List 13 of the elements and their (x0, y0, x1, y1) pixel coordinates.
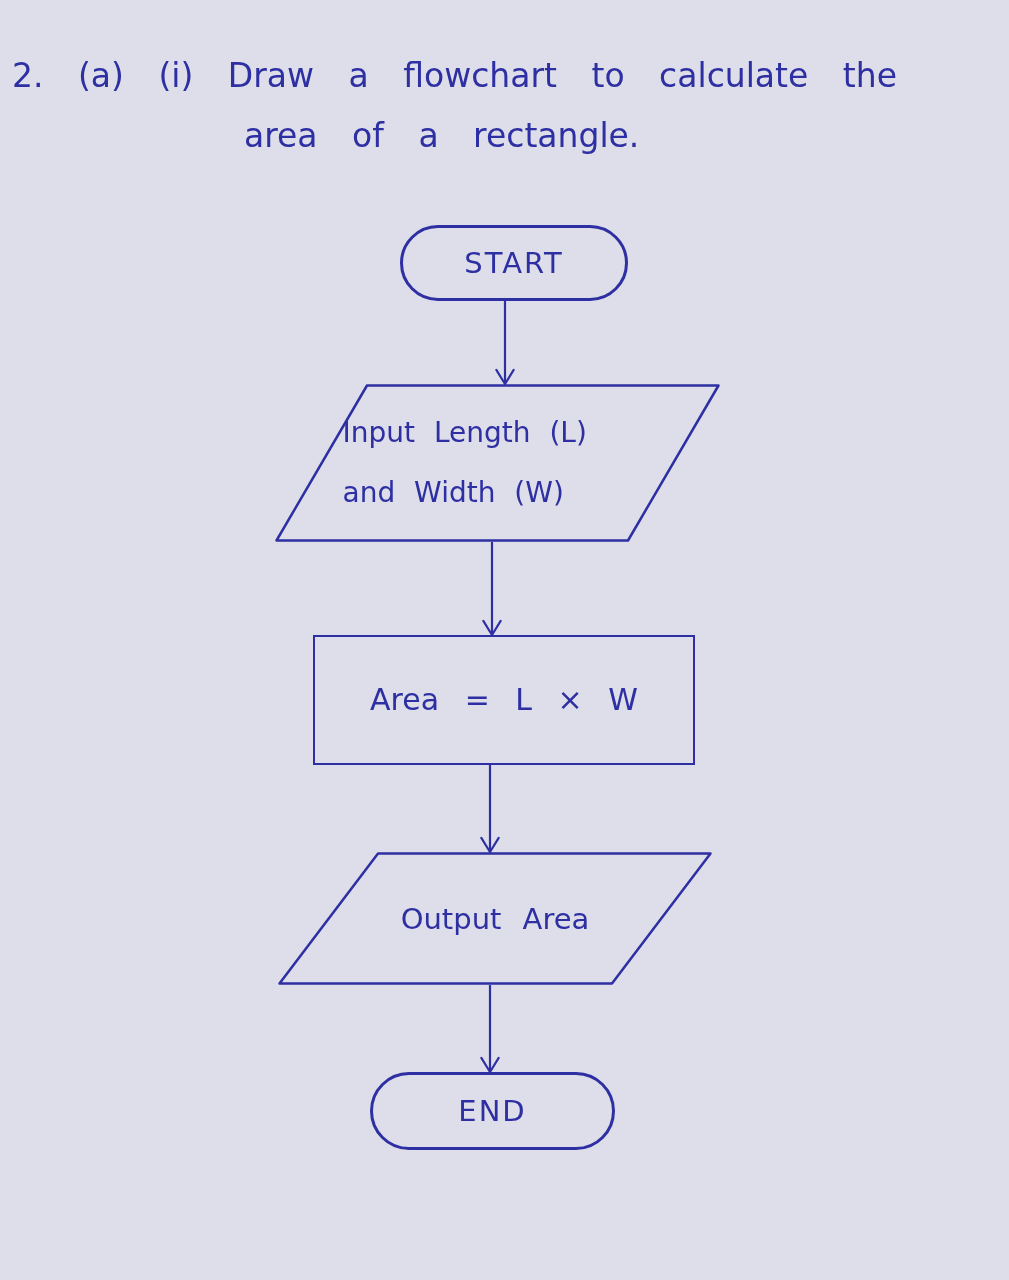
arrow (495, 301, 515, 386)
node-text: Area = L × W (370, 681, 638, 719)
input-output-parallelogram (278, 852, 712, 985)
arrow (480, 985, 500, 1074)
node-text: Input Length (L) and Width (W) (342, 415, 588, 511)
node-text: START (464, 245, 564, 281)
arrow (480, 765, 500, 854)
arrow (482, 542, 502, 637)
question-text: 2. (a) (i) Draw a flowchart to calculate the area of a rectangle. (12, 55, 898, 157)
process-box (313, 635, 695, 765)
node-text: Output Area (400, 900, 590, 938)
node-text: END (458, 1093, 527, 1129)
input-output-parallelogram (275, 384, 720, 542)
